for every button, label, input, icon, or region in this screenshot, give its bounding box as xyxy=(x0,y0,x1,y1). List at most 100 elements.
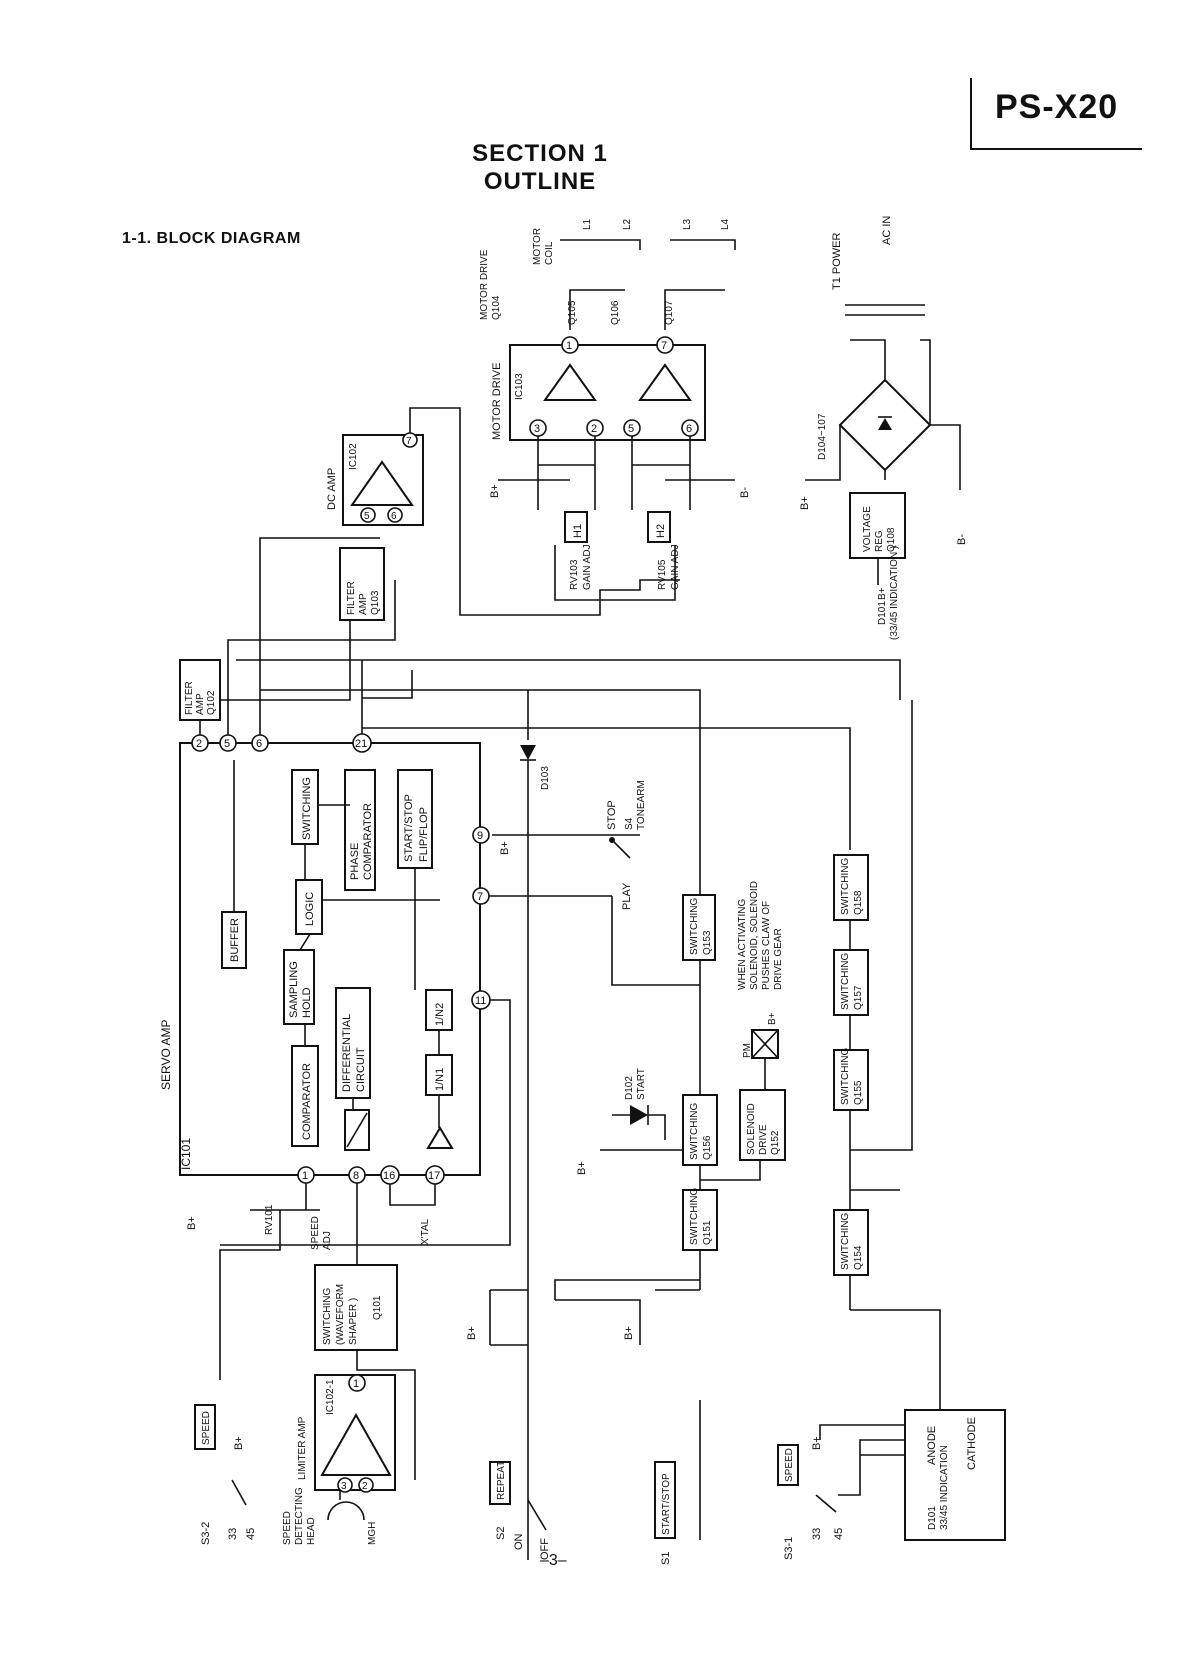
pin-8: 8 xyxy=(353,1170,359,1182)
speed-head-line3: HEAD xyxy=(306,1517,317,1545)
speed-adj-line2: ADJ xyxy=(322,1231,333,1250)
s3-2-label: S3-2 xyxy=(200,1522,212,1545)
ic103-label: IC103 xyxy=(514,373,525,400)
speed-box-left-label: SPEED xyxy=(201,1411,212,1445)
limiter-amp-triangle xyxy=(320,1412,392,1476)
b-plus-repeat: B+ xyxy=(466,1326,478,1340)
voltage-reg-block xyxy=(849,492,906,559)
anode-label: ANODE xyxy=(926,1426,938,1465)
rv103-label: RV103 xyxy=(569,559,580,590)
power-supply-section: VOLTAGE REG Q108 T1 POWER AC IN D104~107… xyxy=(799,216,968,640)
q106-label: Q106 xyxy=(610,300,621,325)
motor-drive-section: 1 7 3 2 5 6 IC103 MOTOR DRIVE H1 H2 RV10… xyxy=(479,218,751,601)
differential-line1: DIFFERENTIAL xyxy=(341,1014,353,1092)
limiter-pin-1: 1 xyxy=(353,1378,359,1390)
switching-q158-block xyxy=(833,854,869,921)
d101-indication-label: (33/45 INDICATION ) xyxy=(889,546,900,640)
s3-2-45: 45 xyxy=(245,1528,257,1540)
b-minus-motor: B- xyxy=(739,487,751,498)
page-number: –3– xyxy=(540,1552,567,1569)
ic102-pin-5: 5 xyxy=(364,511,370,522)
q155-line1: SWITCHING xyxy=(840,1048,851,1105)
flipflop-line2: FLIP/FLOP xyxy=(418,807,430,862)
comparator-block xyxy=(291,1045,319,1147)
on-label: ON xyxy=(513,1533,525,1550)
b-plus-motor: B+ xyxy=(489,484,501,498)
ic103-pin-7: 7 xyxy=(661,340,667,352)
ic101-servo-amp: SWITCHING PHASE COMPARATOR START/STOP FL… xyxy=(159,742,481,1176)
mgh-label: MGH xyxy=(367,1522,378,1545)
buffer-label: BUFFER xyxy=(229,918,241,962)
pin-1: 1 xyxy=(302,1170,308,1182)
b-plus-q156: B+ xyxy=(576,1161,588,1175)
switching-q156-block xyxy=(682,1094,718,1166)
h2-label: H2 xyxy=(655,524,667,538)
motor-coil-line2: COIL xyxy=(544,241,555,265)
ic102-label: IC102 xyxy=(348,443,359,470)
q151-line1: SWITCHING xyxy=(689,1188,700,1245)
speed-head-line1: SPEED xyxy=(282,1511,293,1545)
q155-line2: Q155 xyxy=(853,1080,864,1105)
section-heading: SECTION 1 OUTLINE xyxy=(440,140,640,196)
s1-label: S1 xyxy=(660,1552,672,1565)
off-label: OFF xyxy=(539,1538,551,1560)
limiter-amp-label: LIMITER AMP xyxy=(297,1416,308,1480)
wfs-line4: Q101 xyxy=(372,1295,383,1320)
solenoid-line3: Q152 xyxy=(770,1130,781,1155)
hall-h1 xyxy=(564,511,588,543)
phase-comparator-line1: PHASE xyxy=(349,843,361,880)
b-plus-psu: B+ xyxy=(799,496,811,510)
start-led-label: START xyxy=(636,1068,647,1100)
play-label: PLAY xyxy=(621,882,633,910)
switching-q157-block xyxy=(833,949,869,1016)
q153-line2: Q153 xyxy=(702,930,713,955)
pin-6: 6 xyxy=(256,738,262,750)
motor-drive-q104-line2: Q104 xyxy=(491,295,502,320)
wiring xyxy=(199,289,941,1560)
q156-line1: SWITCHING xyxy=(689,1103,700,1160)
q103-line1: FILTER xyxy=(346,581,357,615)
q154-line1: SWITCHING xyxy=(840,1213,851,1270)
d101-display-line2: 33/45 INDICATION xyxy=(939,1445,950,1530)
cathode-label: CATHODE xyxy=(966,1417,978,1470)
s3-1-label: S3-1 xyxy=(783,1537,795,1560)
logic-label: LOGIC xyxy=(304,892,316,926)
h1-label: H1 xyxy=(572,524,584,538)
ic103-pin-5: 5 xyxy=(628,423,634,435)
l3-label: L3 xyxy=(682,218,693,230)
gain-adj-1: GAIN ADJ xyxy=(582,544,593,590)
waveform-shaper-block xyxy=(314,1264,398,1351)
repeat-box-label: REPEAT xyxy=(496,1461,507,1500)
servo-amp-label: SERVO AMP xyxy=(159,1020,173,1090)
pm-label: PM xyxy=(742,1043,753,1058)
rv101-label: RV101 xyxy=(264,1204,275,1235)
dc-amp-label: DC AMP xyxy=(326,468,338,510)
solenoid-line1: SOLENOID xyxy=(746,1103,757,1155)
q102-line2: AMP xyxy=(195,693,206,715)
section-subtitle: OUTLINE xyxy=(483,168,597,195)
ic101-label: IC101 xyxy=(179,1138,193,1170)
b-plus-vreg: B+ xyxy=(877,587,888,600)
q102-line3: Q102 xyxy=(206,690,217,715)
hall-h2 xyxy=(647,511,671,543)
subsection-title: 1-1. BLOCK DIAGRAM xyxy=(122,230,301,247)
model-frame xyxy=(970,78,1142,150)
pin-11: 11 xyxy=(475,995,486,1007)
q153-line1: SWITCHING xyxy=(689,898,700,955)
ic102-1-label: IC102-1 xyxy=(325,1379,336,1415)
stop-label: STOP xyxy=(606,800,618,830)
model-number: PS-X20 xyxy=(995,88,1119,126)
b-plus-pm: B+ xyxy=(767,1012,778,1025)
filter-amp-q103-block xyxy=(339,547,385,621)
q156-line2: Q156 xyxy=(702,1135,713,1160)
filter-dc-amp-section: FILTER AMP Q102 FILTER AMP Q103 5 6 7 IC… xyxy=(179,432,424,721)
phase-comparator-block xyxy=(344,769,376,891)
q154-line2: Q154 xyxy=(853,1245,864,1270)
pin-7: 7 xyxy=(477,891,483,903)
ic101-amp-triangle xyxy=(426,1126,454,1149)
switching-label: SWITCHING xyxy=(301,777,313,840)
lower-right-section: D101 33/45 INDICATION ANODE CATHODE SPEE… xyxy=(777,1409,1006,1560)
pin-2: 2 xyxy=(196,738,202,750)
comparator-label: COMPARATOR xyxy=(301,1063,313,1140)
repeat-box xyxy=(489,1461,511,1505)
